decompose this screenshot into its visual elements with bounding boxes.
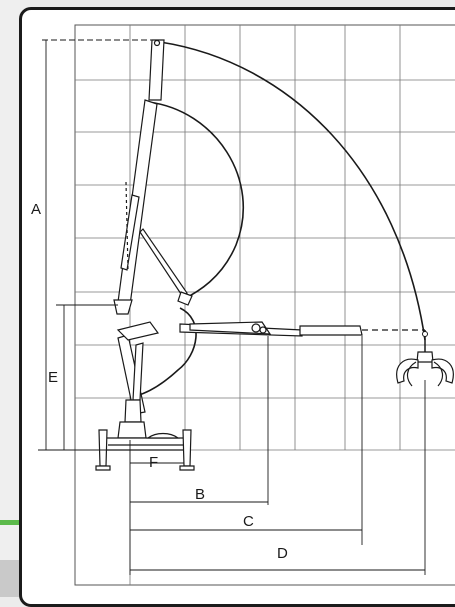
column-base	[117, 421, 147, 439]
extension-rod	[299, 325, 363, 336]
raised-boom-top	[148, 39, 165, 101]
extended-jib-cylinder	[189, 321, 272, 335]
raised-tie-rod	[139, 228, 188, 298]
right-stabiliser-leg	[182, 429, 192, 467]
extended-cylinder	[132, 342, 144, 401]
grapple-icon	[396, 351, 454, 387]
background-grid	[75, 25, 455, 585]
dimension-label-e: E	[48, 369, 58, 386]
dimension-label-b: B	[195, 486, 205, 503]
crane-extended-position	[116, 321, 363, 423]
diagram-frame	[19, 7, 455, 607]
dimension-label-a: A	[31, 201, 41, 218]
crane-base	[95, 421, 195, 471]
green-accent-bar	[0, 520, 32, 525]
left-stabiliser-leg	[98, 429, 108, 467]
base-frame	[103, 437, 189, 451]
raised-cylinder	[120, 194, 140, 271]
drawing-border	[74, 24, 455, 586]
dimension-label-f: F	[149, 454, 158, 471]
lower-slew-arc	[135, 307, 197, 397]
dimension-label-c: C	[243, 513, 254, 530]
raised-boom-tip	[113, 299, 133, 315]
reach-envelope	[135, 41, 426, 397]
outer-reach-arc	[159, 41, 426, 341]
dimension-lines	[38, 39, 426, 575]
crane-raised-position	[113, 39, 193, 315]
extended-knuckle	[116, 321, 160, 341]
inner-reach-arc	[147, 101, 245, 301]
dimension-label-d: D	[277, 545, 288, 562]
